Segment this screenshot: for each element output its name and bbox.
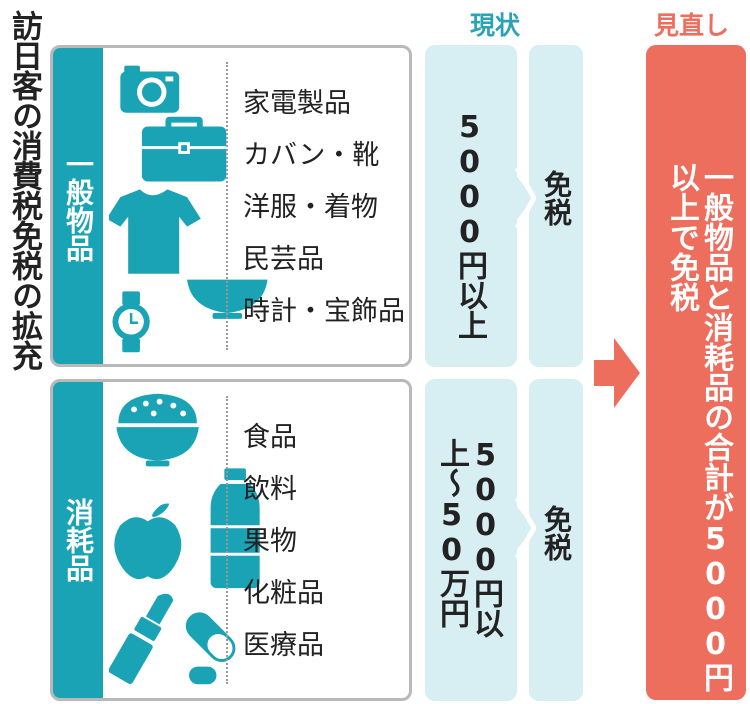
list-item: 民芸品 <box>243 244 324 275</box>
dotted-divider <box>226 396 228 684</box>
general-goods-label: 一般物品 <box>62 150 95 262</box>
chevron-right-icon <box>510 498 536 558</box>
capsule-icon <box>185 612 236 685</box>
revised-box <box>646 45 746 700</box>
consumables-panel: 消耗品 <box>50 379 412 701</box>
lipstick-icon <box>109 593 174 685</box>
dotted-divider <box>226 62 228 350</box>
apple-icon <box>114 503 182 580</box>
consumable-threshold-box <box>425 379 517 701</box>
revised-text: 一般物品と消耗品の合計が5000円以上で免税 <box>664 162 733 692</box>
consumable-exempt-box <box>529 379 583 701</box>
chevron-right-icon <box>510 168 536 228</box>
consumables-label: 消耗品 <box>62 498 95 582</box>
header-current: 現状 <box>470 11 521 40</box>
consumables-icons <box>109 393 260 685</box>
general-threshold: 5000円以上 <box>452 110 487 340</box>
general-threshold-box <box>425 45 517 367</box>
list-item: 化粧品 <box>243 578 324 609</box>
consumable-exempt: 免税 <box>540 505 573 561</box>
general-goods-panel: 一般物品 <box>50 45 412 367</box>
consumable-threshold: 5000円以上〜50万円 <box>434 438 503 638</box>
consumables-tab: 消耗品 <box>53 382 103 698</box>
list-item: カバン・靴 <box>243 140 380 171</box>
general-goods-tab: 一般物品 <box>53 48 103 364</box>
arrow-right-icon <box>594 338 640 408</box>
consumables-list: 食品 飲料 果物 化粧品 医療品 <box>243 412 324 672</box>
rice-bowl-icon <box>116 393 199 467</box>
list-item: 洋服・着物 <box>243 192 378 223</box>
shirt-icon <box>109 189 201 274</box>
list-item: 飲料 <box>243 474 297 505</box>
general-exempt-box <box>529 45 583 367</box>
watch-icon <box>112 291 150 353</box>
list-item: 医療品 <box>243 630 324 661</box>
general-goods-list: 家電製品 カバン・靴 洋服・着物 民芸品 時計・宝飾品 <box>243 78 405 338</box>
bottle-icon <box>210 468 260 589</box>
list-item: 果物 <box>243 526 297 557</box>
header-revised: 見直し <box>654 11 730 40</box>
list-item: 食品 <box>243 422 297 453</box>
main-title: 訪日客の消費税免税の拡充 <box>6 10 42 370</box>
list-item: 時計・宝飾品 <box>243 296 405 327</box>
general-exempt: 免税 <box>540 170 573 226</box>
briefcase-icon <box>141 116 227 182</box>
camera-icon <box>120 65 180 113</box>
list-item: 家電製品 <box>243 88 351 119</box>
